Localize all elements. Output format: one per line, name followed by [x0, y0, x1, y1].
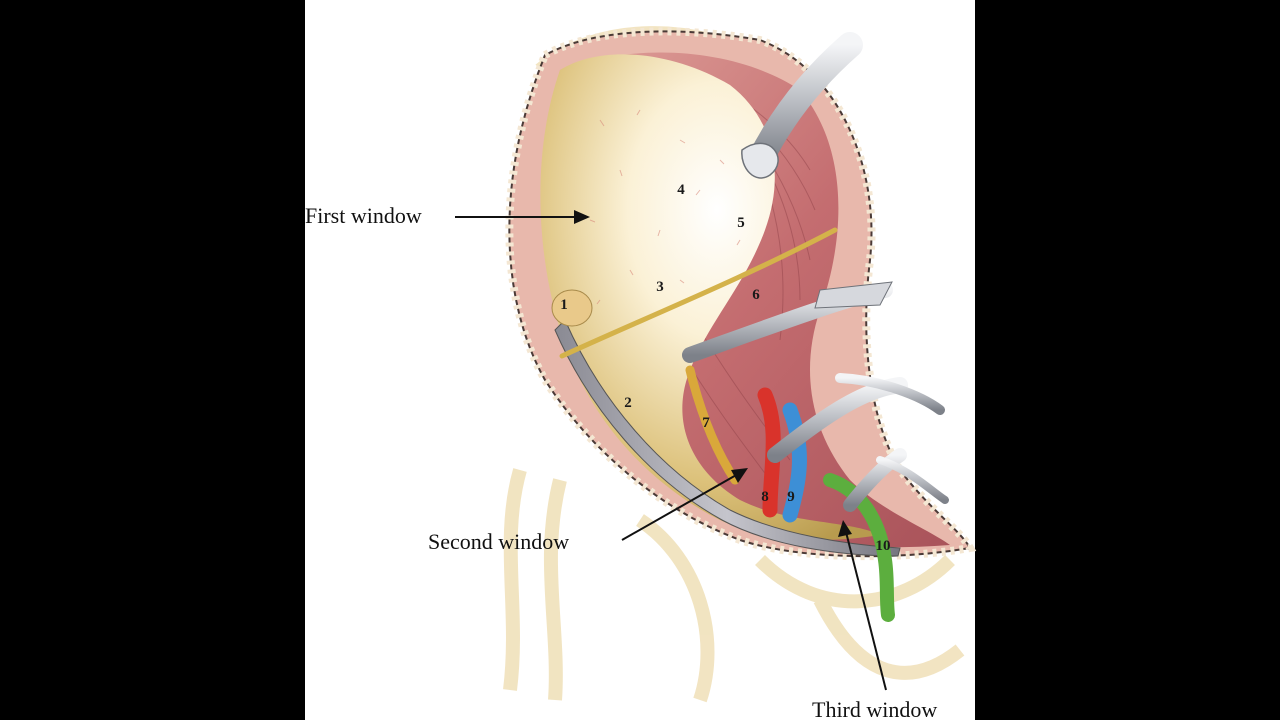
structure-number-9: 9 [787, 489, 795, 505]
label-second-window: Second window [428, 529, 569, 554]
structure-number-2: 2 [624, 395, 632, 411]
arrow-third-window [838, 520, 887, 691]
spermatic-cord [823, 473, 895, 622]
structure-number-1: 1 [560, 297, 568, 313]
structure-number-7: 7 [702, 415, 710, 431]
external-iliac-vein [782, 402, 807, 523]
incision-fat-edge [505, 27, 977, 561]
arrow-first-window [455, 210, 590, 224]
yellow-tape [559, 227, 838, 359]
retractor-top [741, 32, 863, 179]
retractor-3 [767, 373, 945, 463]
structure-number-10: 10 [876, 538, 891, 554]
structure-number-3: 3 [656, 279, 664, 295]
fascia-band [554, 319, 901, 557]
bone-texture [589, 109, 741, 305]
structure-number-6: 6 [752, 287, 760, 303]
label-first-window: First window [305, 203, 422, 228]
structure-number-4: 4 [677, 182, 685, 198]
iliac-spine [551, 289, 593, 327]
arrow-second-window [621, 468, 748, 541]
iliopsoas-tendon [685, 365, 740, 485]
structure-number-5: 5 [737, 215, 745, 231]
structure-number-8: 8 [761, 489, 769, 505]
retractor-4 [843, 448, 949, 512]
label-third-window: Third window [812, 697, 937, 720]
retractor-2 [682, 281, 893, 363]
